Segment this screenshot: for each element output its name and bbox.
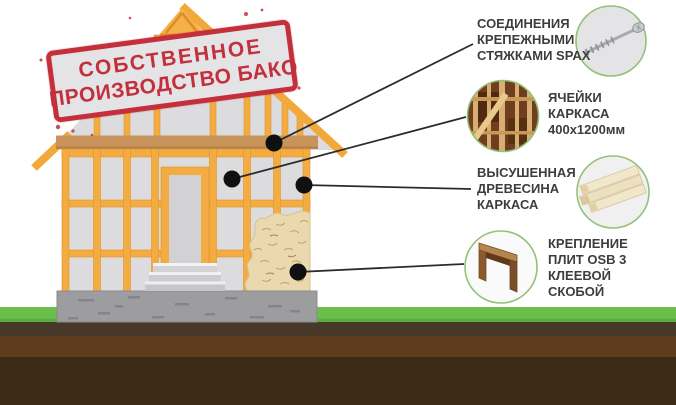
spax-screw-icon <box>575 5 647 77</box>
label-dried-wood: ВЫСУШЕННАЯ ДРЕВЕСИНА КАРКАСА <box>477 165 576 213</box>
label-spax-line-2: КРЕПЕЖНЫМИ <box>477 32 575 47</box>
glue-staple-icon <box>464 230 538 304</box>
top-plate-beam <box>56 135 318 149</box>
grass-edge <box>0 318 676 322</box>
label-spax-line-3: СТЯЖКАМИ SPAX <box>477 48 591 63</box>
label-spax-line-1: СОЕДИНЕНИЯ <box>477 16 570 31</box>
label-osb-line-3: КЛЕЕВОЙ <box>548 268 611 283</box>
label-osb-line-1: КРЕПЛЕНИЕ <box>548 236 628 251</box>
foundation-marks <box>68 296 300 320</box>
soil-layer-deep <box>0 357 676 405</box>
label-osb-line-2: ПЛИТ OSB 3 <box>548 252 627 267</box>
label-osb-line-4: СКОБОЙ <box>548 284 605 299</box>
label-wood-line-3: КАРКАСА <box>477 197 539 212</box>
label-cells-line-3: 400х1200мм <box>548 122 626 137</box>
label-cells-line-1: ЯЧЕЙКИ <box>548 90 602 105</box>
door-panel <box>169 175 201 263</box>
top-plate-beam-shadow <box>56 146 318 149</box>
dried-planks-icon <box>576 155 650 229</box>
label-frame-cells: ЯЧЕЙКИ КАРКАСА 400х1200мм <box>548 90 625 138</box>
label-spax-connections: СОЕДИНЕНИЯ КРЕПЕЖНЫМИ СТЯЖКАМИ SPAX <box>477 16 590 64</box>
callout-lines <box>231 43 474 273</box>
osb-texture <box>253 220 309 285</box>
callout-dots <box>223 134 313 281</box>
frame-cells-photo-icon <box>466 79 540 153</box>
label-wood-line-2: ДРЕВЕСИНА <box>477 181 560 196</box>
soil-layer-top <box>0 322 676 336</box>
label-cells-line-2: КАРКАСА <box>548 106 610 121</box>
label-wood-line-1: ВЫСУШЕННАЯ <box>477 165 576 180</box>
entrance-steps <box>145 263 225 291</box>
soil-layer-mid <box>0 336 676 357</box>
label-osb-fastening: КРЕПЛЕНИЕ ПЛИТ OSB 3 КЛЕЕВОЙ СКОБОЙ <box>548 236 628 300</box>
stamp-speckles <box>39 8 301 137</box>
